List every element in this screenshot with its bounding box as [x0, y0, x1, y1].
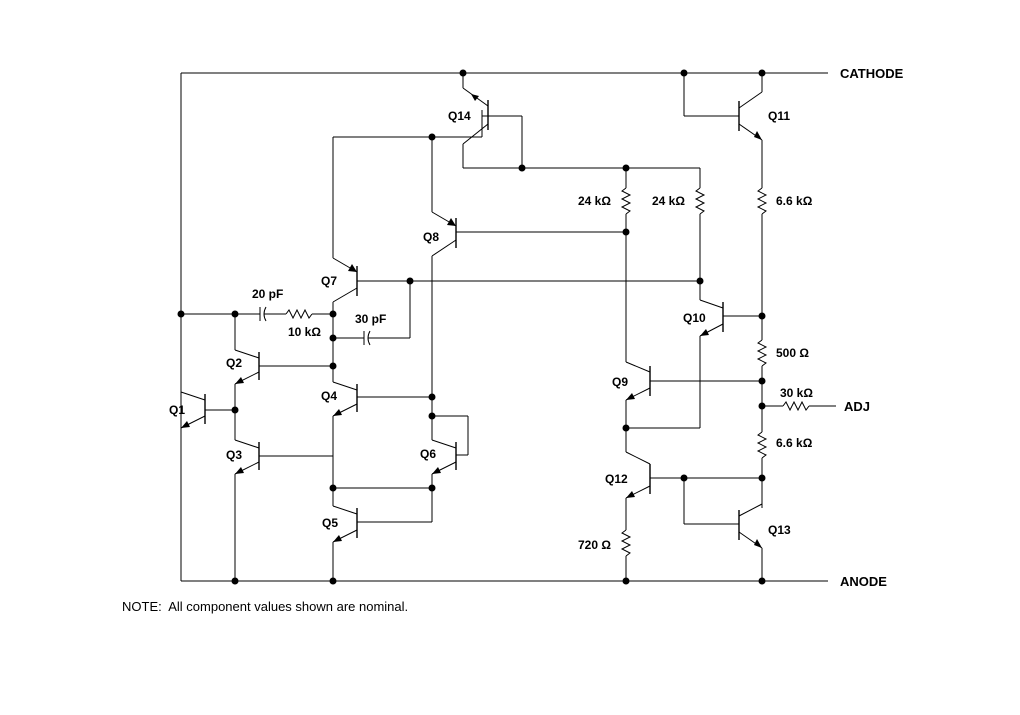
q1-label: Q1	[169, 403, 185, 417]
q11-transistor-icon	[683, 73, 763, 141]
q2-transistor-icon	[234, 314, 333, 410]
footnote: NOTE: All component values shown are nom…	[122, 599, 408, 614]
q2-label: Q2	[226, 356, 242, 370]
q5-transistor-icon	[332, 487, 433, 581]
q8-label: Q8	[423, 230, 439, 244]
resistor-24k-a	[620, 168, 632, 232]
cathode-label: CATHODE	[840, 66, 904, 81]
resistor-6k6-top	[756, 187, 768, 215]
junction-dot-icon	[177, 69, 766, 585]
q7-label: Q7	[321, 274, 337, 288]
capacitor-30pf	[333, 281, 411, 346]
q3-label: Q3	[226, 448, 242, 462]
r720-value: 720 Ω	[578, 538, 611, 552]
q14-transistor-icon	[333, 73, 626, 169]
q8-transistor-icon	[431, 137, 626, 395]
q7-transistor-icon	[332, 137, 700, 382]
q13-label: Q13	[768, 523, 791, 537]
q12-transistor-icon	[625, 451, 762, 499]
q12-label: Q12	[605, 472, 628, 486]
q6-label: Q6	[420, 447, 436, 461]
q14-label: Q14	[448, 109, 471, 123]
q13-transistor-icon	[683, 478, 763, 549]
q6-transistor-icon	[431, 395, 469, 488]
r24k-a-value: 24 kΩ	[578, 194, 611, 208]
c20-value: 20 pF	[252, 287, 283, 301]
r6k6-bottom-value: 6.6 kΩ	[776, 436, 813, 450]
c30-value: 30 pF	[355, 312, 386, 326]
r30k-value: 30 kΩ	[780, 386, 813, 400]
q4-transistor-icon	[332, 381, 432, 488]
q10-label: Q10	[683, 311, 706, 325]
r6k6-top-value: 6.6 kΩ	[776, 194, 813, 208]
q11-label: Q11	[768, 109, 790, 123]
resistor-500	[756, 339, 768, 367]
q3-transistor-icon	[234, 410, 333, 581]
q1-transistor-icon	[180, 391, 235, 429]
resistor-720	[620, 498, 632, 581]
q9-transistor-icon	[625, 361, 762, 452]
q9-label: Q9	[612, 375, 628, 389]
capacitor-20pf	[181, 306, 286, 322]
r24k-b-value: 24 kΩ	[652, 194, 685, 208]
resistor-30k	[762, 400, 836, 412]
resistor-6k6-bottom	[756, 431, 768, 459]
resistor-10k	[285, 308, 333, 320]
q5-label: Q5	[322, 516, 338, 530]
q10-transistor-icon	[626, 281, 762, 429]
r10k-value: 10 kΩ	[288, 325, 321, 339]
r500-value: 500 Ω	[776, 346, 809, 360]
resistor-24k-b	[626, 167, 706, 281]
q4-label: Q4	[321, 389, 337, 403]
adj-label: ADJ	[844, 399, 870, 414]
anode-label: ANODE	[840, 574, 887, 589]
